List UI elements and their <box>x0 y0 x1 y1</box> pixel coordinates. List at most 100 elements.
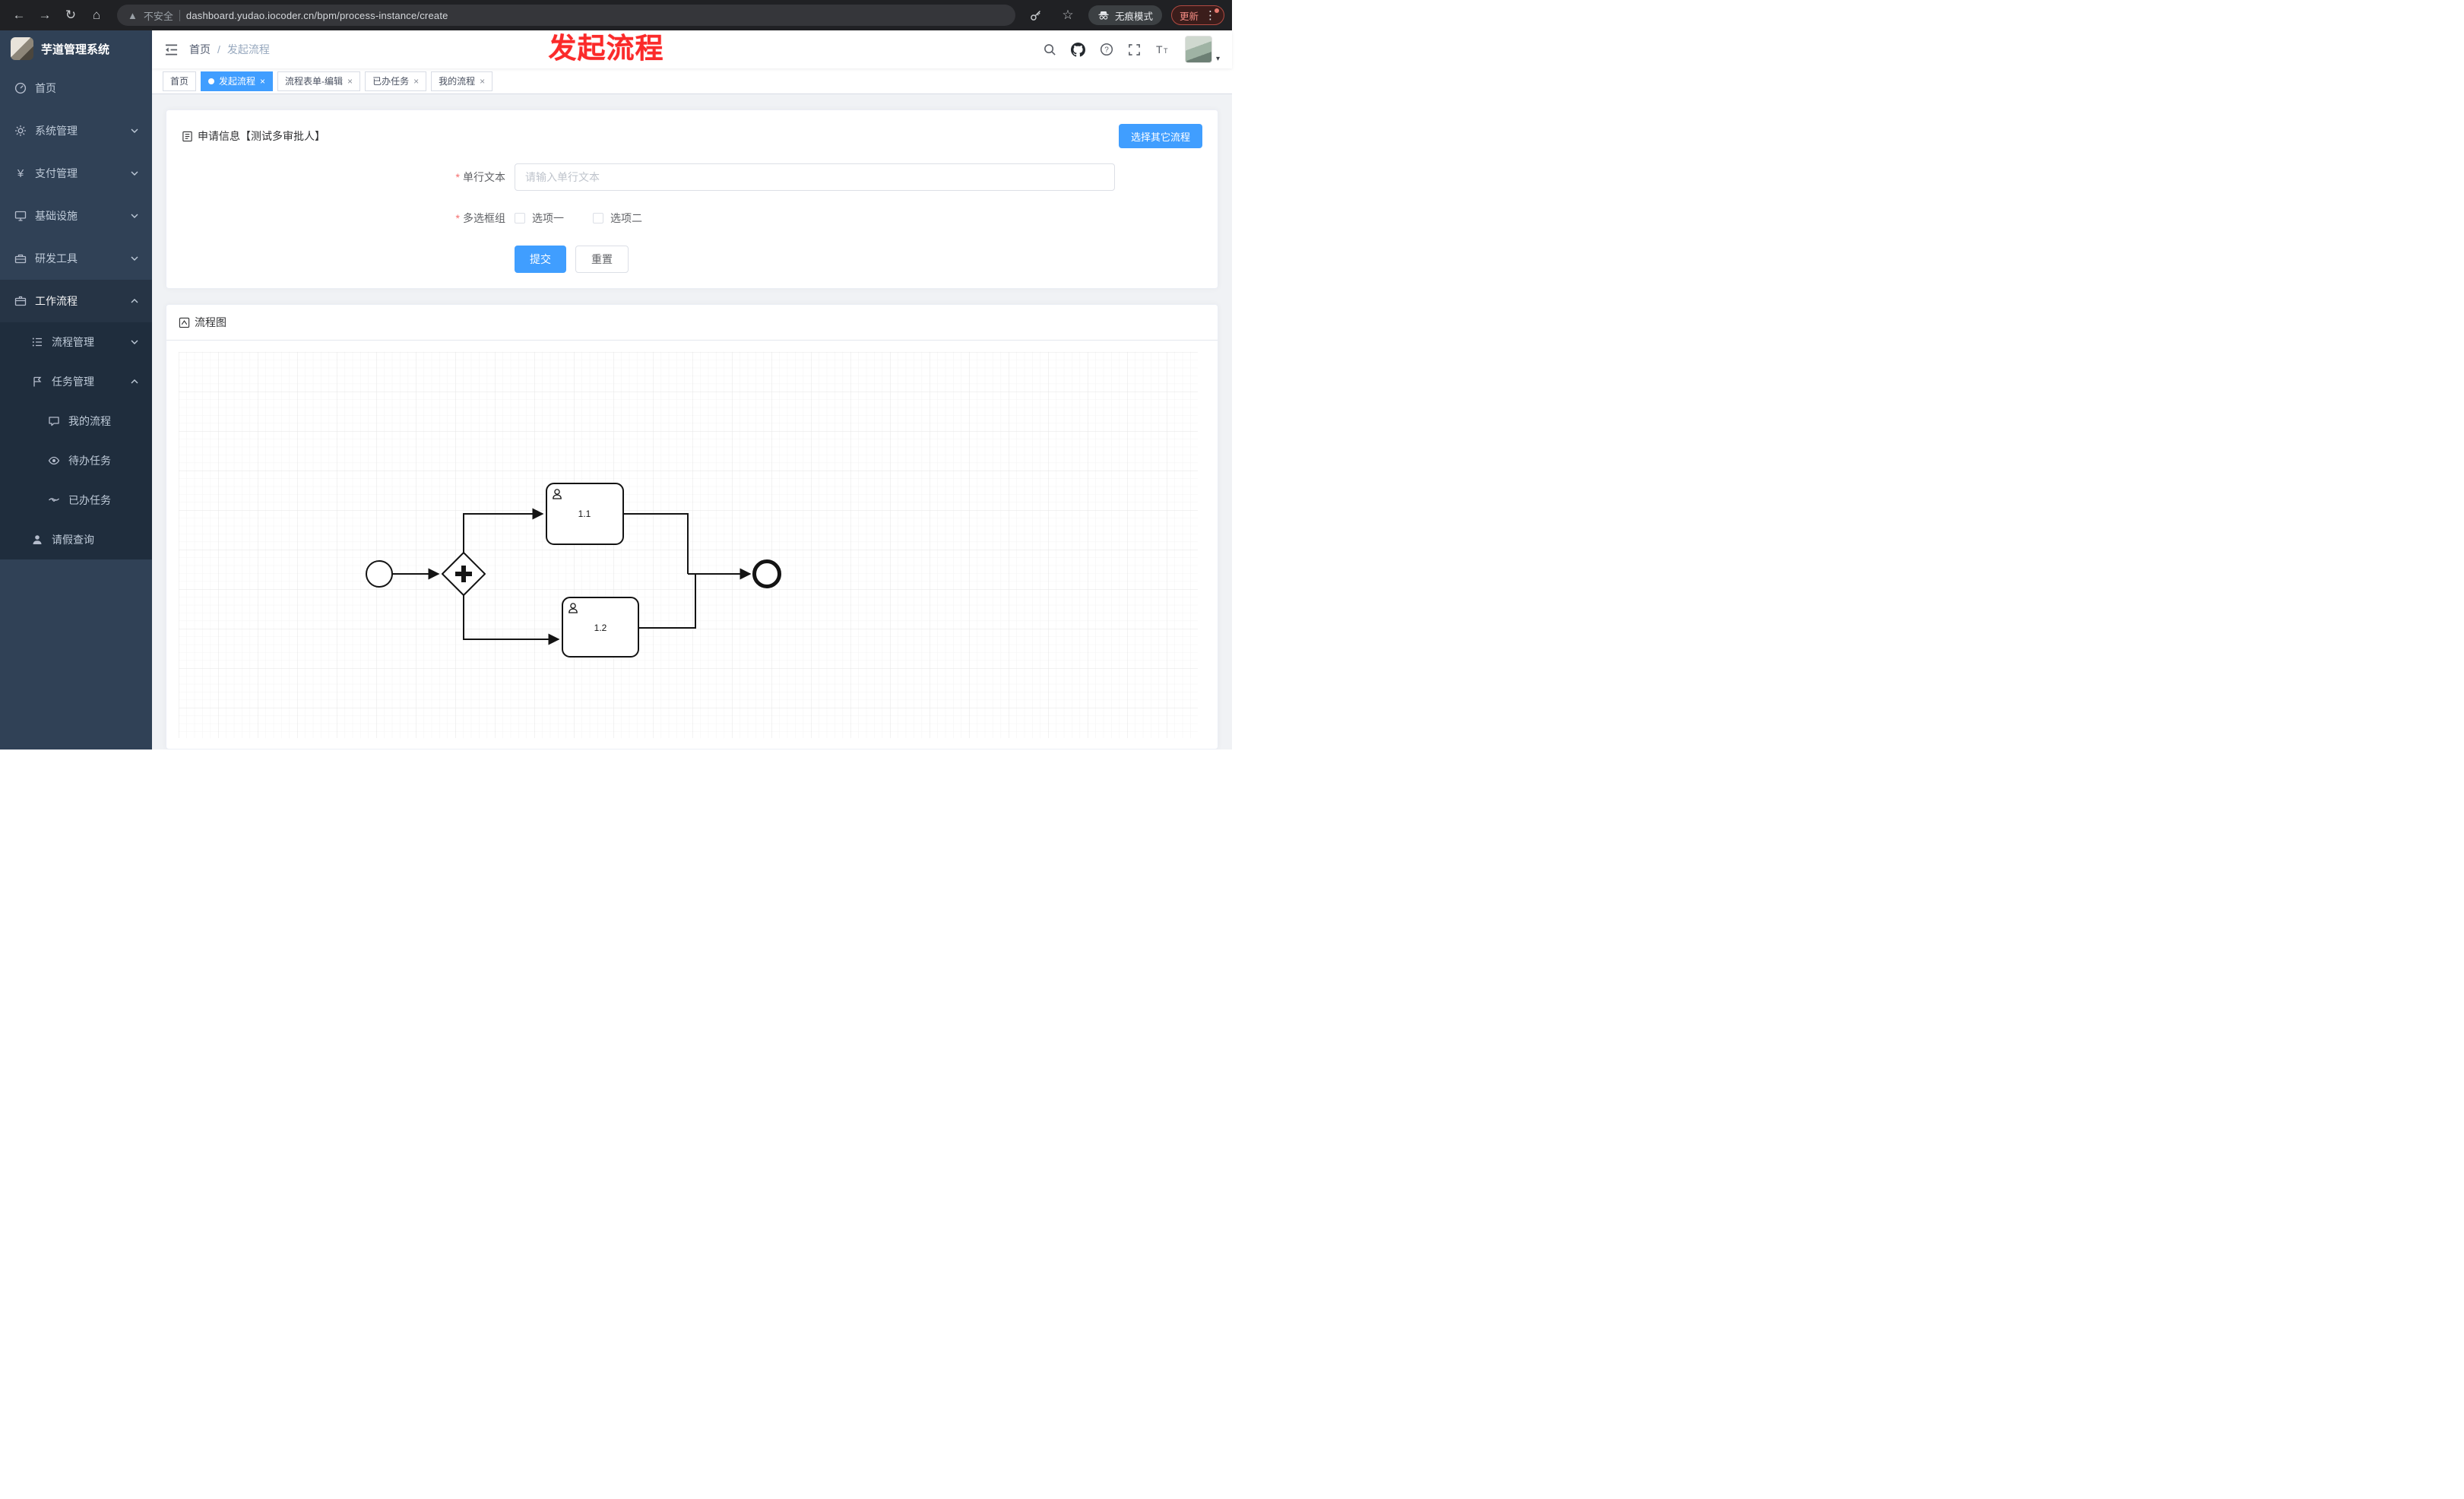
sidebar-item-task-management[interactable]: 任务管理 <box>0 362 152 401</box>
submit-button[interactable]: 提交 <box>515 246 566 273</box>
chevron-down-icon <box>131 171 138 176</box>
tab-my-process[interactable]: 我的流程 × <box>431 71 493 91</box>
user-menu[interactable]: ▾ <box>1184 36 1220 63</box>
flow-task1-out <box>623 513 689 574</box>
flow-task2-out <box>638 574 696 629</box>
apply-info-card: 申请信息【测试多审批人】 选择其它流程 单行文本 多选框组 <box>166 109 1218 289</box>
checkbox-group: 选项一 选项二 <box>515 211 642 226</box>
close-icon[interactable]: × <box>413 75 420 87</box>
sidebar-item-label: 流程管理 <box>52 336 94 348</box>
end-event-node[interactable] <box>752 559 781 588</box>
checkbox-group-label: 多选框组 <box>182 211 515 226</box>
sidebar: 芋道管理系统 首页 系统管理 ¥ 支付管理 <box>0 30 152 750</box>
chat-icon <box>47 414 61 428</box>
completed-icon <box>47 493 61 507</box>
checkbox-option-1[interactable]: 选项一 <box>515 211 564 226</box>
sidebar-item-workflow[interactable]: 工作流程 <box>0 280 152 322</box>
flow-gateway-to-task2 <box>463 594 560 645</box>
search-icon[interactable] <box>1044 43 1056 56</box>
tab-create-process[interactable]: 发起流程 × <box>201 71 274 91</box>
sidebar-item-devtools[interactable]: 研发工具 <box>0 237 152 280</box>
app-title: 芋道管理系统 <box>41 43 110 56</box>
update-label: 更新 <box>1179 11 1199 22</box>
chevron-up-icon <box>131 379 138 384</box>
sidebar-menu: 首页 系统管理 ¥ 支付管理 基础设施 <box>0 67 152 559</box>
not-secure-icon: ▲︎ <box>128 9 138 21</box>
close-icon[interactable]: × <box>480 75 486 87</box>
sidebar-item-label: 任务管理 <box>52 376 94 388</box>
sidebar-collapse-icon[interactable] <box>164 43 179 56</box>
bpmn-diagram[interactable]: 1.1 1.2 <box>179 352 1198 738</box>
back-icon[interactable]: ← <box>12 8 26 22</box>
bookmark-star-icon[interactable]: ☆ <box>1062 8 1074 22</box>
sidebar-item-my-process[interactable]: 我的流程 <box>0 401 152 441</box>
sidebar-item-home[interactable]: 首页 <box>0 67 152 109</box>
tab-label: 我的流程 <box>439 76 476 87</box>
github-icon[interactable] <box>1070 42 1085 57</box>
sidebar-item-label: 我的流程 <box>68 415 111 427</box>
breadcrumb-home[interactable]: 首页 <box>189 43 211 55</box>
sidebar-item-process-management[interactable]: 流程管理 <box>0 322 152 362</box>
breadcrumb: 首页 / 发起流程 <box>189 42 270 57</box>
tab-process-form-edit[interactable]: 流程表单-编辑 × <box>277 71 361 91</box>
workflow-icon <box>14 294 27 308</box>
tab-home[interactable]: 首页 <box>163 71 197 91</box>
browser-menu-icon[interactable]: ⋮ <box>1205 8 1219 22</box>
tab-done-tasks[interactable]: 已办任务 × <box>365 71 427 91</box>
sidebar-item-done-tasks[interactable]: 已办任务 <box>0 480 152 520</box>
task-flag-icon <box>30 375 44 388</box>
checkbox-icon[interactable] <box>593 213 603 223</box>
close-icon[interactable]: × <box>260 75 266 87</box>
parallel-gateway-node[interactable] <box>442 552 486 596</box>
close-icon[interactable]: × <box>347 75 353 87</box>
omnibox-divider <box>179 9 180 21</box>
payment-icon: ¥ <box>17 166 24 180</box>
reset-button[interactable]: 重置 <box>575 246 629 273</box>
checkbox-option-2[interactable]: 选项二 <box>593 211 642 226</box>
user-task-icon <box>553 489 562 499</box>
sidebar-item-system[interactable]: 系统管理 <box>0 109 152 152</box>
sidebar-item-payment[interactable]: ¥ 支付管理 <box>0 152 152 195</box>
svg-text:T: T <box>1164 47 1168 55</box>
refresh-icon[interactable]: ↻ <box>65 8 77 22</box>
sidebar-item-todo-tasks[interactable]: 待办任务 <box>0 441 152 480</box>
user-avatar[interactable] <box>1184 36 1212 63</box>
caret-down-icon: ▾ <box>1215 55 1220 63</box>
help-icon[interactable]: ? <box>1100 43 1113 56</box>
apply-form: 单行文本 多选框组 选项一 选项二 <box>182 163 1202 273</box>
svg-text:T: T <box>1156 43 1163 55</box>
single-line-text-input[interactable] <box>515 163 1115 191</box>
incognito-label: 无痕模式 <box>1114 11 1153 22</box>
diagram-title: 流程图 <box>195 316 226 328</box>
diagram-card-title: 流程图 <box>166 305 1218 341</box>
key-icon[interactable] <box>1025 5 1047 26</box>
card-title: 申请信息【测试多审批人】 <box>182 128 325 144</box>
tab-label: 流程表单-编辑 <box>285 76 344 87</box>
plus-icon <box>455 566 472 582</box>
user-task-2-node[interactable]: 1.2 <box>562 597 639 658</box>
app-logo[interactable]: 芋道管理系统 <box>0 30 152 67</box>
checkbox-icon[interactable] <box>515 213 525 223</box>
sidebar-item-label: 待办任务 <box>68 455 111 467</box>
chevron-down-icon <box>131 214 138 218</box>
apply-info-title: 申请信息【测试多审批人】 <box>198 130 325 142</box>
select-other-process-button[interactable]: 选择其它流程 <box>1118 124 1202 148</box>
sidebar-item-infrastructure[interactable]: 基础设施 <box>0 195 152 237</box>
process-diagram-card: 流程图 <box>166 304 1218 750</box>
sidebar-item-label: 首页 <box>35 82 56 94</box>
sidebar-item-leave-query[interactable]: 请假查询 <box>0 520 152 559</box>
eye-icon <box>47 454 61 467</box>
start-event-node[interactable] <box>366 560 393 588</box>
fullscreen-icon[interactable] <box>1128 43 1141 56</box>
task-label: 1.1 <box>578 509 591 519</box>
chevron-down-icon <box>131 256 138 261</box>
home-icon[interactable]: ⌂ <box>92 8 101 22</box>
forward-icon[interactable]: → <box>38 8 52 22</box>
address-bar[interactable]: ▲︎ 不安全 dashboard.yudao.iocoder.cn/bpm/pr… <box>117 5 1015 26</box>
user-task-1-node[interactable]: 1.1 <box>546 483 624 545</box>
browser-update-chip[interactable]: 更新 ⋮ <box>1170 5 1224 25</box>
url-text: dashboard.yudao.iocoder.cn/bpm/process-i… <box>185 9 448 21</box>
bpmn-canvas[interactable]: 1.1 1.2 <box>166 341 1218 749</box>
annotation-title: 发起流程 <box>548 33 664 64</box>
